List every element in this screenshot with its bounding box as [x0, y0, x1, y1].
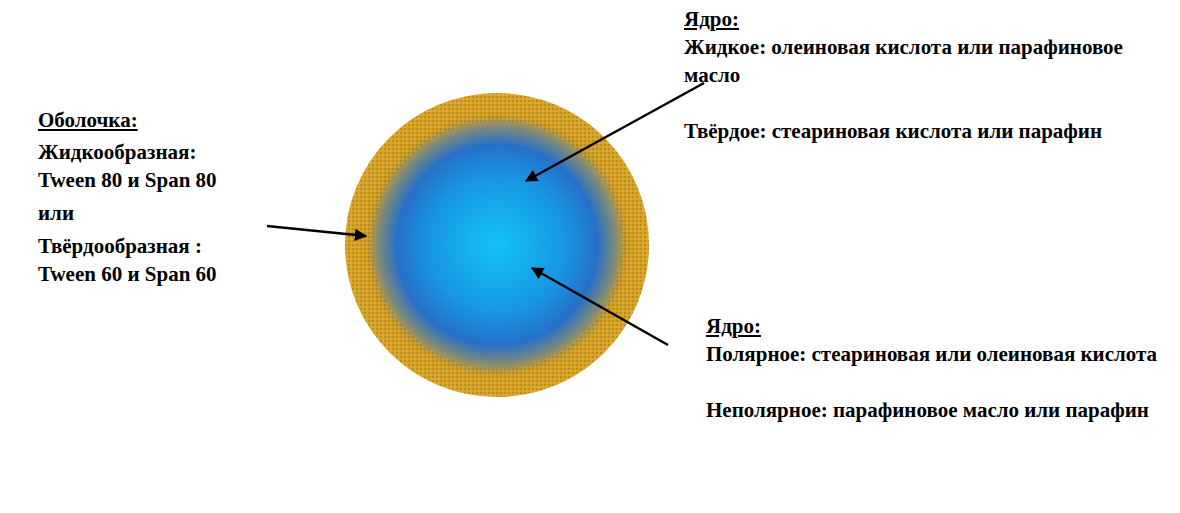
annotation-text: или [38, 199, 278, 227]
leader-line [532, 268, 668, 345]
leader-line [267, 226, 366, 236]
annotation-text: Твёрдое: стеариновая кислота или парафин [684, 117, 1166, 145]
label-group: Ядро:Полярное: стеариновая или олеиновая… [706, 312, 1170, 424]
label-group: Оболочка: Жидкообразная:Tween 80 и Span 8… [38, 106, 278, 288]
section-heading: Ядро: [706, 312, 1170, 340]
annotation-text: Твёрдообразная : [38, 232, 278, 260]
section-heading: Оболочка: [38, 106, 278, 134]
annotation-text: Tween 60 и Span 60 [38, 260, 278, 288]
leader-line [526, 83, 704, 181]
annotation-text: Неполярное: парафиновое масло или парафи… [706, 396, 1170, 424]
annotation-text: Tween 80 и Span 80 [38, 166, 278, 194]
label-group: Ядро:Жидкое: олеиновая кислота или параф… [684, 5, 1166, 145]
annotation-text: Жидкое: олеиновая кислота или парафиново… [684, 33, 1166, 89]
annotation-text: Полярное: стеариновая или олеиновая кисл… [706, 340, 1170, 368]
annotation-text: Жидкообразная: [38, 138, 278, 166]
section-heading: Ядро: [684, 5, 1166, 33]
